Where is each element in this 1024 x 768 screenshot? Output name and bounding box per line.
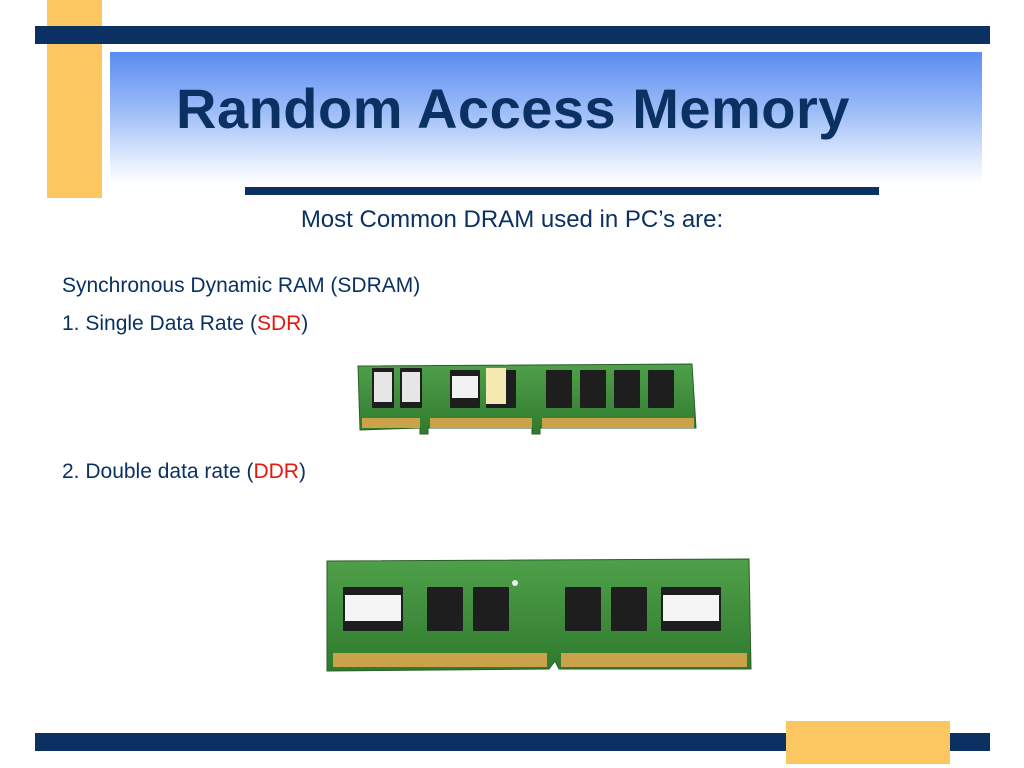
- sdr-highlight: SDR: [256, 312, 302, 335]
- title-background: [110, 52, 982, 184]
- ddr-suffix: ): [298, 460, 306, 483]
- ddr-ram-module-photo: [326, 558, 752, 672]
- subtitle: Most Common DRAM used in PC’s are:: [300, 206, 724, 233]
- ddr-prefix: 2. Double data rate (: [62, 460, 254, 483]
- sdr-ram-module-photo: [357, 363, 697, 435]
- top-bar: [35, 26, 990, 44]
- accent-block-bottom: [786, 721, 950, 764]
- sdr-suffix: ): [301, 312, 309, 335]
- sdr-item: 1. Single Data Rate (SDR): [62, 312, 308, 336]
- title-underline: [245, 187, 879, 195]
- ddr-item: 2. Double data rate (DDR): [62, 460, 306, 484]
- ddr-highlight: DDR: [253, 460, 299, 483]
- bottom-bar: [35, 733, 990, 751]
- sdr-prefix: 1. Single Data Rate (: [62, 312, 257, 335]
- slide-title: Random Access Memory: [176, 77, 850, 140]
- sdram-heading: Synchronous Dynamic RAM (SDRAM): [62, 274, 421, 297]
